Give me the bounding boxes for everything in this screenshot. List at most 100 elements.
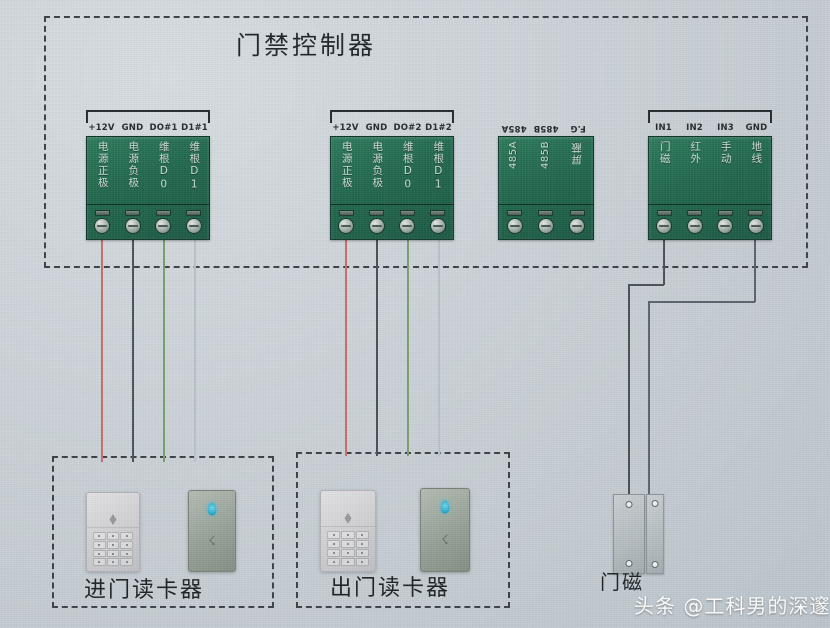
screw-slot (687, 210, 703, 216)
wire-12v-exit (345, 240, 347, 456)
keypad-key[interactable] (106, 540, 120, 549)
terminal-label: 电源负极 (127, 141, 140, 189)
keypad-key[interactable] (355, 558, 369, 567)
keypad-key[interactable] (341, 558, 355, 567)
keypad-key[interactable] (93, 540, 106, 549)
input-terminal[interactable]: IN1 IN2 IN3 GND 门磁 红外 手动 地线 (648, 110, 772, 240)
terminal-header-row: +12V GND DO#2 D1#2 (330, 120, 454, 136)
screw-slot (338, 210, 354, 216)
terminal-bracket (86, 110, 210, 123)
terminal-header: DO#1 (149, 123, 178, 133)
keypad-key[interactable] (341, 549, 355, 558)
terminal-header: F.G (570, 123, 586, 133)
keypad-key[interactable] (93, 549, 106, 558)
terminal-label-row: 电源正极 电源负极 维根D0 维根D1 (87, 141, 209, 205)
keypad-key[interactable] (327, 531, 341, 540)
rfid-wave-icon: ☇ (208, 532, 216, 548)
terminal-body: 电源正极 电源负极 维根D0 维根D1 (86, 136, 210, 240)
keypad-key[interactable] (355, 531, 369, 540)
terminal-header: IN2 (686, 123, 703, 133)
wiegand-reader-1-terminal[interactable]: +12V GND DO#1 D1#1 电源正极 电源负极 维根D0 维根D1 (86, 110, 210, 240)
terminal-screw[interactable] (179, 205, 210, 239)
terminal-screw[interactable] (649, 205, 680, 239)
keypad-key[interactable] (327, 549, 341, 558)
keypad-key[interactable] (120, 558, 133, 567)
screw-slot (125, 210, 141, 216)
door-magnet-sensor[interactable] (646, 494, 664, 574)
screw-slot (155, 210, 171, 216)
terminal-header: +12V (88, 123, 115, 133)
screw-head (717, 218, 734, 234)
keypad-grid[interactable] (327, 531, 369, 567)
terminal-screw[interactable] (392, 205, 423, 239)
terminal-label: 电源正极 (96, 141, 109, 189)
wire-d1-entry (194, 240, 196, 462)
screw-slot (186, 210, 202, 216)
terminal-header: D1#2 (425, 123, 452, 133)
keypad-key[interactable] (120, 540, 133, 549)
exit-card-reader[interactable]: ☇ (420, 488, 470, 572)
keypad-key[interactable] (341, 540, 355, 549)
keypad-upper-panel (321, 491, 375, 528)
keypad-key[interactable] (93, 532, 106, 540)
terminal-header-row: +12V GND DO#1 D1#1 (86, 120, 210, 136)
terminal-label: 门磁 (658, 141, 671, 165)
screw-slot (538, 210, 554, 216)
terminal-screw[interactable] (741, 205, 772, 239)
terminal-label: 维根D0 (401, 141, 414, 192)
wire-12v-entry (101, 240, 103, 462)
terminal-body: 电源正极 电源负极 维根D0 维根D1 (330, 136, 454, 240)
terminal-label-row: 电源正极 电源负极 维根D0 维根D1 (331, 141, 453, 205)
keypad-key[interactable] (120, 532, 133, 540)
terminal-screw[interactable] (710, 205, 741, 239)
entry-keypad-reader[interactable] (86, 492, 140, 572)
wire-d0-entry (163, 240, 165, 462)
terminal-screw[interactable] (362, 205, 393, 239)
keypad-key[interactable] (120, 549, 133, 558)
terminal-screw[interactable] (499, 205, 530, 239)
keypad-key[interactable] (106, 549, 120, 558)
door-magnet-caption: 门磁 (600, 570, 644, 594)
page-title: 门禁控制器 (236, 31, 377, 60)
terminal-header: IN3 (717, 123, 734, 133)
wire-gnd-magnet-seg3 (648, 301, 650, 501)
terminal-label: 屏蔽 (570, 141, 583, 165)
keypad-key[interactable] (106, 558, 120, 567)
keypad-key[interactable] (327, 540, 341, 549)
keypad-key[interactable] (327, 558, 341, 567)
door-magnet-body[interactable] (613, 494, 645, 574)
wire-in1-magnet-seg2 (628, 284, 664, 286)
wire-gnd-exit (376, 240, 378, 456)
keypad-key[interactable] (355, 549, 369, 558)
watermark: 头条 @工科男的深邃 (634, 594, 830, 618)
terminal-screw[interactable] (118, 205, 149, 239)
terminal-screw[interactable] (331, 205, 362, 239)
exit-keypad-reader[interactable] (320, 490, 376, 572)
screw-head (368, 218, 385, 234)
keypad-key[interactable] (355, 540, 369, 549)
terminal-screw-row (499, 204, 593, 239)
keypad-upper-panel (87, 493, 139, 529)
terminal-label: 维根D0 (157, 141, 170, 192)
terminal-label: 485B (539, 141, 551, 169)
terminal-screw[interactable] (87, 205, 118, 239)
terminal-screw[interactable] (562, 205, 593, 239)
entry-card-reader[interactable]: ☇ (188, 490, 236, 572)
screw-head (399, 218, 416, 234)
screw-head (429, 218, 446, 234)
screw-slot (507, 210, 523, 216)
keypad-key[interactable] (341, 531, 355, 540)
wire-gnd-magnet-seg1 (754, 240, 756, 302)
terminal-screw[interactable] (680, 205, 711, 239)
wire-d1-exit (438, 240, 440, 456)
keypad-grid[interactable] (93, 532, 133, 567)
terminal-label: 地线 (750, 141, 763, 165)
wiegand-reader-2-terminal[interactable]: +12V GND DO#2 D1#2 电源正极 电源负极 维根D0 维根D1 (330, 110, 454, 240)
keypad-key[interactable] (93, 558, 106, 567)
terminal-screw[interactable] (423, 205, 454, 239)
terminal-screw[interactable] (148, 205, 179, 239)
keypad-key[interactable] (106, 532, 120, 540)
terminal-screw[interactable] (530, 205, 561, 239)
rs485-terminal[interactable]: 485A 485B F.G 485A 485B 屏蔽 (498, 110, 594, 240)
